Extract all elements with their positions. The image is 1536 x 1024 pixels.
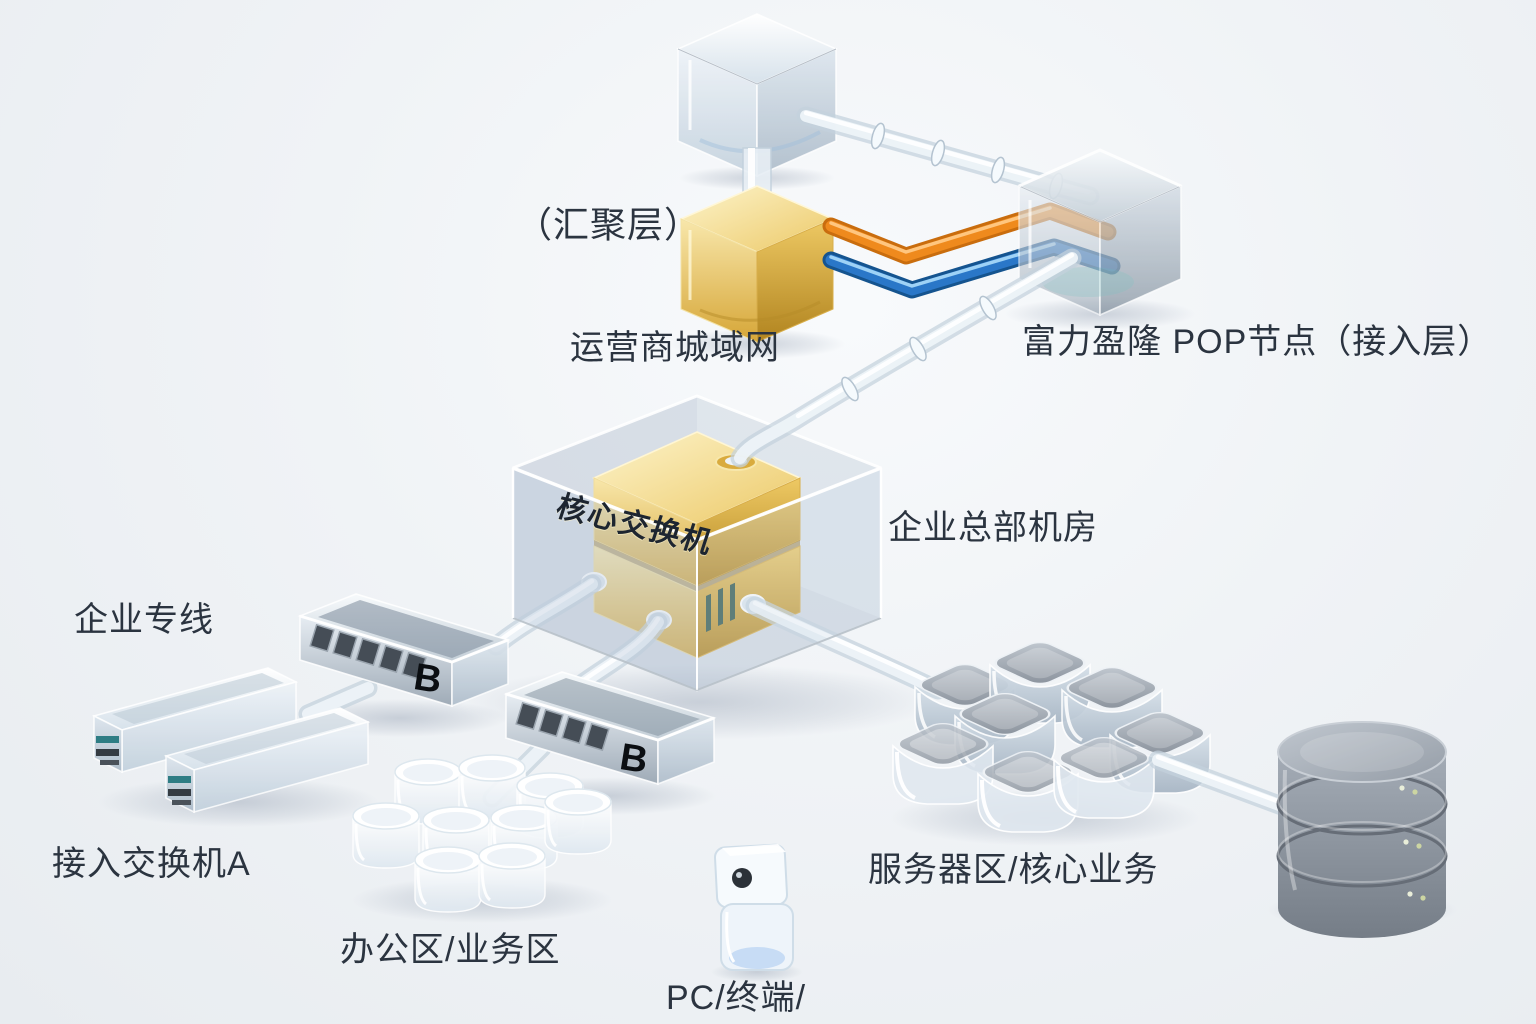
office-cylinder <box>351 801 421 870</box>
office-cylinder <box>543 787 613 856</box>
pipe-servers-db <box>1148 750 1308 822</box>
label-access-switch-a: 接入交换机A <box>52 845 251 883</box>
core-switch-vents <box>706 582 735 632</box>
label-pc-terminal: PC/终端/ <box>666 979 807 1017</box>
pipe-b1-lines <box>298 678 378 724</box>
metro-network-cube <box>678 185 836 343</box>
enterprise-line-module-back <box>91 667 299 774</box>
pipe-pop-core <box>730 248 1082 468</box>
b1-ports <box>309 623 427 681</box>
access-switch-b1 <box>297 593 511 708</box>
database-cylinder <box>1276 721 1448 938</box>
office-cylinder <box>413 845 483 914</box>
enterprise-line-module-front <box>163 707 371 814</box>
label-server-area: 服务器区/核心业务 <box>868 851 1159 889</box>
label-hq-room: 企业总部机房 <box>888 509 1098 547</box>
label-metro-network: 运营商城域网 <box>570 329 780 367</box>
label-aggregation-layer: （汇聚层） <box>516 204 702 245</box>
pop-node-cube <box>1017 148 1183 317</box>
office-cylinder <box>477 841 547 910</box>
access-switch-b2 <box>503 671 717 786</box>
pipe-core-servers <box>745 596 948 700</box>
label-pop-node: 富力盈隆 POP节点（接入层） <box>1022 323 1493 361</box>
label-office-area: 办公区/业务区 <box>340 931 561 969</box>
label-enterprise-line: 企业专线 <box>74 601 214 639</box>
database-leds <box>1399 785 1426 901</box>
pc-terminal-robot <box>713 843 794 971</box>
hq-enclosure-front <box>511 466 883 692</box>
b2-ports <box>515 701 610 752</box>
